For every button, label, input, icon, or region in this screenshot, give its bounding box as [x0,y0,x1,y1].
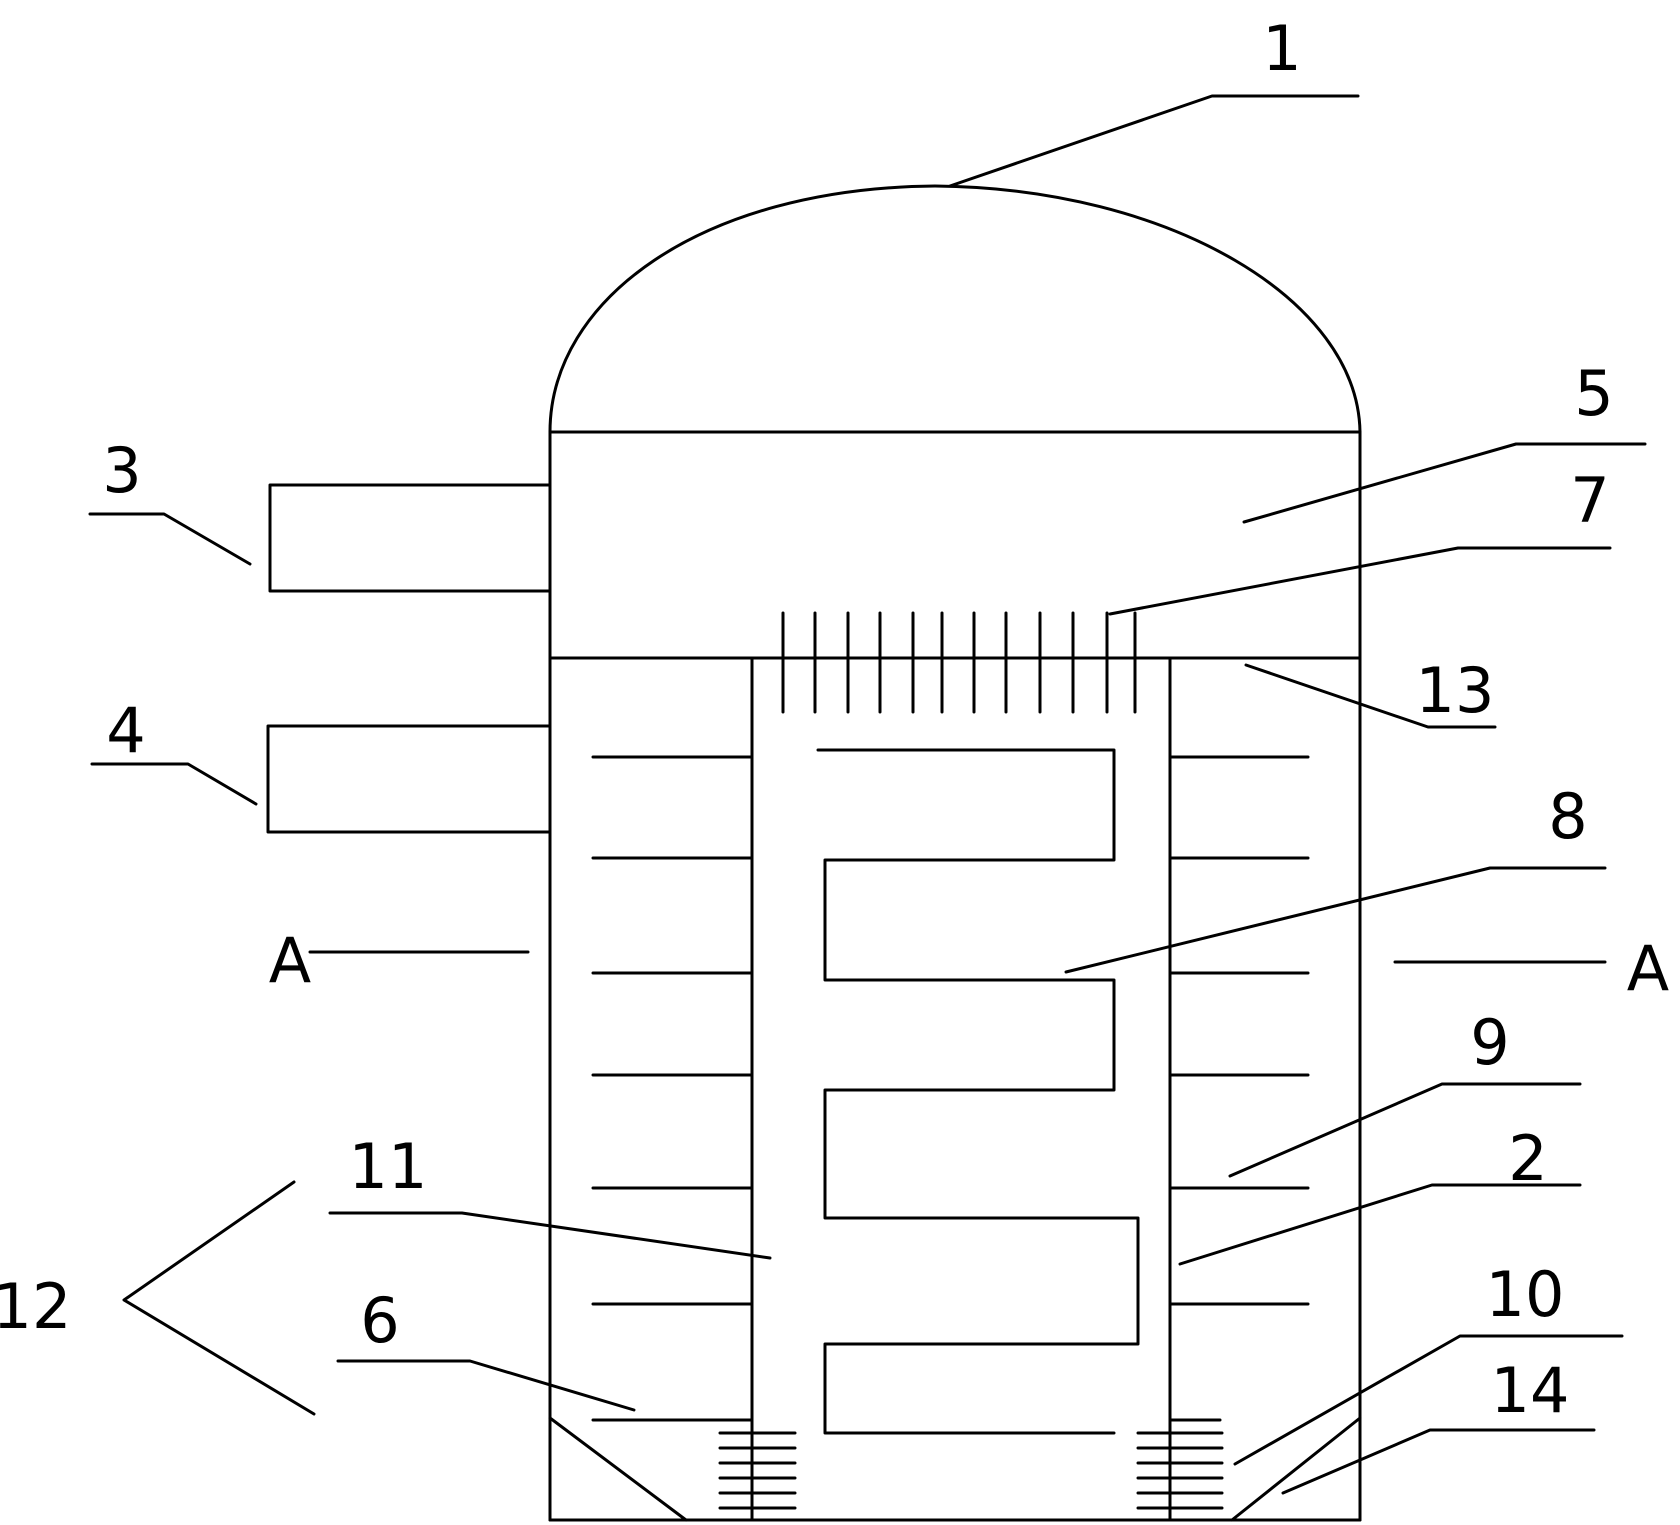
label-8: 8 [1548,780,1587,853]
label-9: 9 [1470,1006,1509,1079]
bottom-hopper-left [548,1416,688,1522]
nozzle-4 [266,724,552,834]
label-3: 3 [102,434,141,507]
label-5: 5 [1574,357,1613,430]
section-label-left: A [269,924,311,997]
label-13: 13 [1416,654,1495,727]
label-10: 10 [1486,1258,1565,1331]
label-14: 14 [1491,1354,1570,1427]
bottom-grid-left [718,1431,797,1510]
nozzle-3 [268,483,552,593]
spike-distributor [781,611,1137,714]
label-12: 12 [0,1270,71,1343]
label-6: 6 [360,1284,399,1357]
section-label-right: A [1627,932,1669,1005]
serpentine-coil [816,748,1140,1435]
label-1: 1 [1262,12,1301,85]
label-4: 4 [106,694,145,767]
bottom-grid-right [1136,1431,1224,1510]
bottom-hopper-right [1230,1416,1362,1522]
dome-head [548,184,1362,434]
leader-lines [88,94,1647,1495]
right-baffles [1168,755,1310,1422]
left-baffles [591,755,754,1422]
label-7: 7 [1570,464,1609,537]
label-2: 2 [1508,1122,1547,1195]
label-11: 11 [349,1130,428,1203]
